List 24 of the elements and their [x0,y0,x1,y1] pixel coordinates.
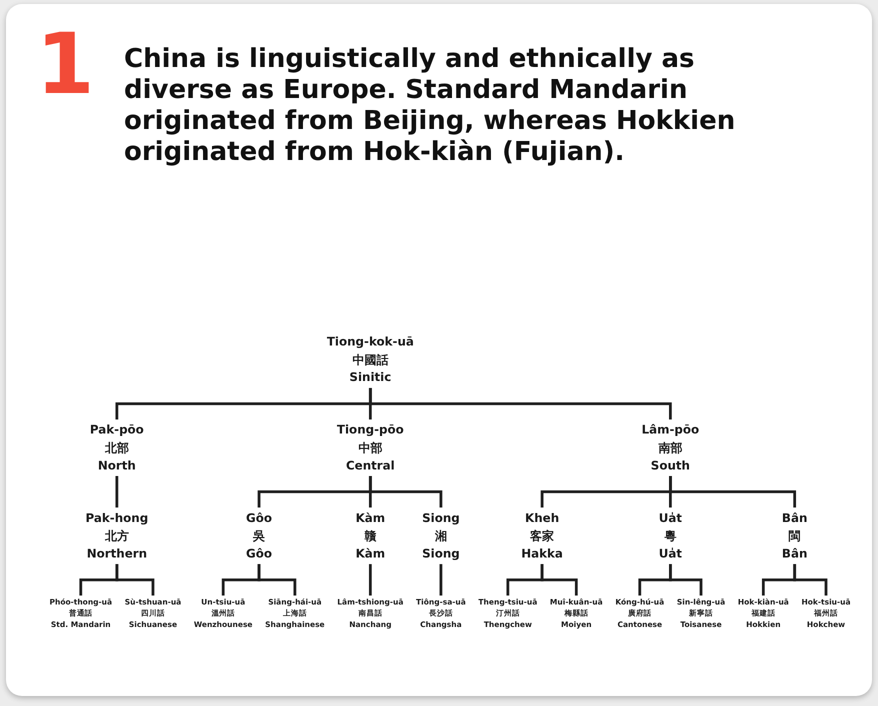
connector [368,564,372,596]
connector [258,564,296,596]
node-text: Tiong-pōo 中部 Central [336,422,404,472]
heading: China is linguistically and ethnically as diverse as Europe. Standard Mandarin originated from Beijing, whereas Hokkien originated from Hok-kiàn (Fujian). [124,44,736,168]
node-text: Bân 閩 Bân [782,510,808,560]
node-text: Ua̍t 粵 Ua̍t [658,510,682,560]
connector [669,564,702,596]
node-text: Kheh 客家 Hakka [521,510,563,560]
node-text: Lâm-pōo 南部 South [642,422,700,472]
connector [115,564,154,596]
connector [368,388,672,420]
connector [115,476,118,508]
node-text: Siong 湘 Siong [422,510,460,560]
connector [540,564,578,596]
node-text: Gôo 吳 Gôo [246,510,272,560]
node-text: Pak-pōo 北部 North [90,422,144,472]
connector [440,564,442,596]
node-text: Kàm 贛 Kàm [356,510,386,560]
connector [793,564,828,596]
connector [368,476,442,508]
connector [669,476,796,508]
node-text: Tiong-kok-uā 中國話 Sinitic [326,334,414,384]
node-text: Pak-hong 北方 Northern [86,510,148,560]
step-number: 1 [36,22,94,106]
